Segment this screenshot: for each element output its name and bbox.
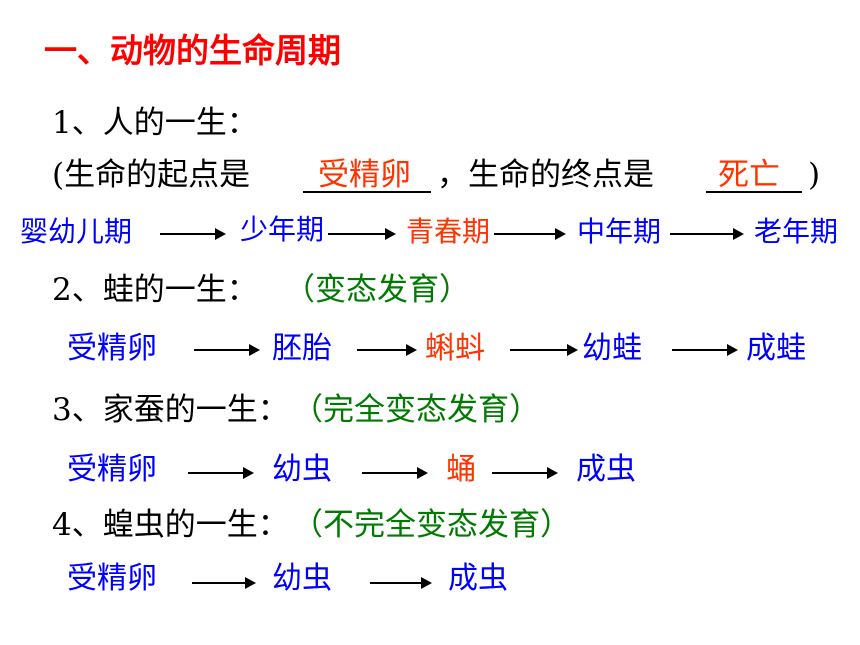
locust-stage-3: 成虫 [448,561,508,596]
silkworm-stage-4: 成虫 [576,452,636,487]
silkworm-stage-2: 幼虫 [272,452,332,487]
start-answer: 受精卵 [318,157,411,193]
blank-middle: ，生命的终点是 [437,157,654,193]
human-stage-5: 老年期 [754,215,839,248]
silkworm-stage-1: 受精卵 [67,452,157,487]
arrow-icon [194,344,260,356]
arrow-icon [370,577,432,589]
human-stage-3: 青春期 [406,215,491,248]
arrow-icon [160,228,226,240]
silkworm-heading: 3、家蚕的一生： [52,392,289,428]
page-title: 一、动物的生命周期 [44,31,341,70]
arrow-icon [192,577,256,589]
arrow-icon [510,344,578,356]
human-stage-1: 婴幼儿期 [20,215,133,248]
arrow-icon [328,228,396,240]
human-stage-4: 中年期 [577,215,662,248]
human-blank-line: (生命的起点是 [52,160,250,191]
arrow-icon [362,467,428,479]
frog-stage-1: 受精卵 [67,331,157,366]
locust-stage-1: 受精卵 [67,561,157,596]
frog-stage-3: 蝌蚪 [425,331,485,366]
silkworm-type: （完全变态发育） [292,392,540,428]
arrow-icon [188,467,254,479]
arrow-icon [672,344,738,356]
arrow-icon [494,228,566,240]
arrow-icon [492,467,558,479]
silkworm-stage-3: 蛹 [446,452,476,487]
human-heading: 1、人的一生： [52,105,258,141]
frog-stage-4: 幼蛙 [582,331,642,366]
arrow-icon [670,228,744,240]
locust-type: （不完全变态发育） [292,507,571,543]
frog-type: （变态发育） [284,272,470,308]
human-stage-2: 少年期 [240,213,325,246]
frog-stage-5: 成蛙 [746,331,806,366]
end-answer-underline [706,191,802,193]
locust-heading: 4、蝗虫的一生： [52,507,289,543]
blank-open: (生命的起点是 [52,157,251,193]
end-answer: 死亡 [718,157,780,193]
blank-close: ) [808,157,821,193]
locust-stage-2: 幼虫 [272,561,332,596]
frog-heading: 2、蛙的一生： [52,272,258,308]
frog-stage-2: 胚胎 [272,331,332,366]
arrow-icon [357,344,417,356]
start-answer-underline [303,191,431,193]
